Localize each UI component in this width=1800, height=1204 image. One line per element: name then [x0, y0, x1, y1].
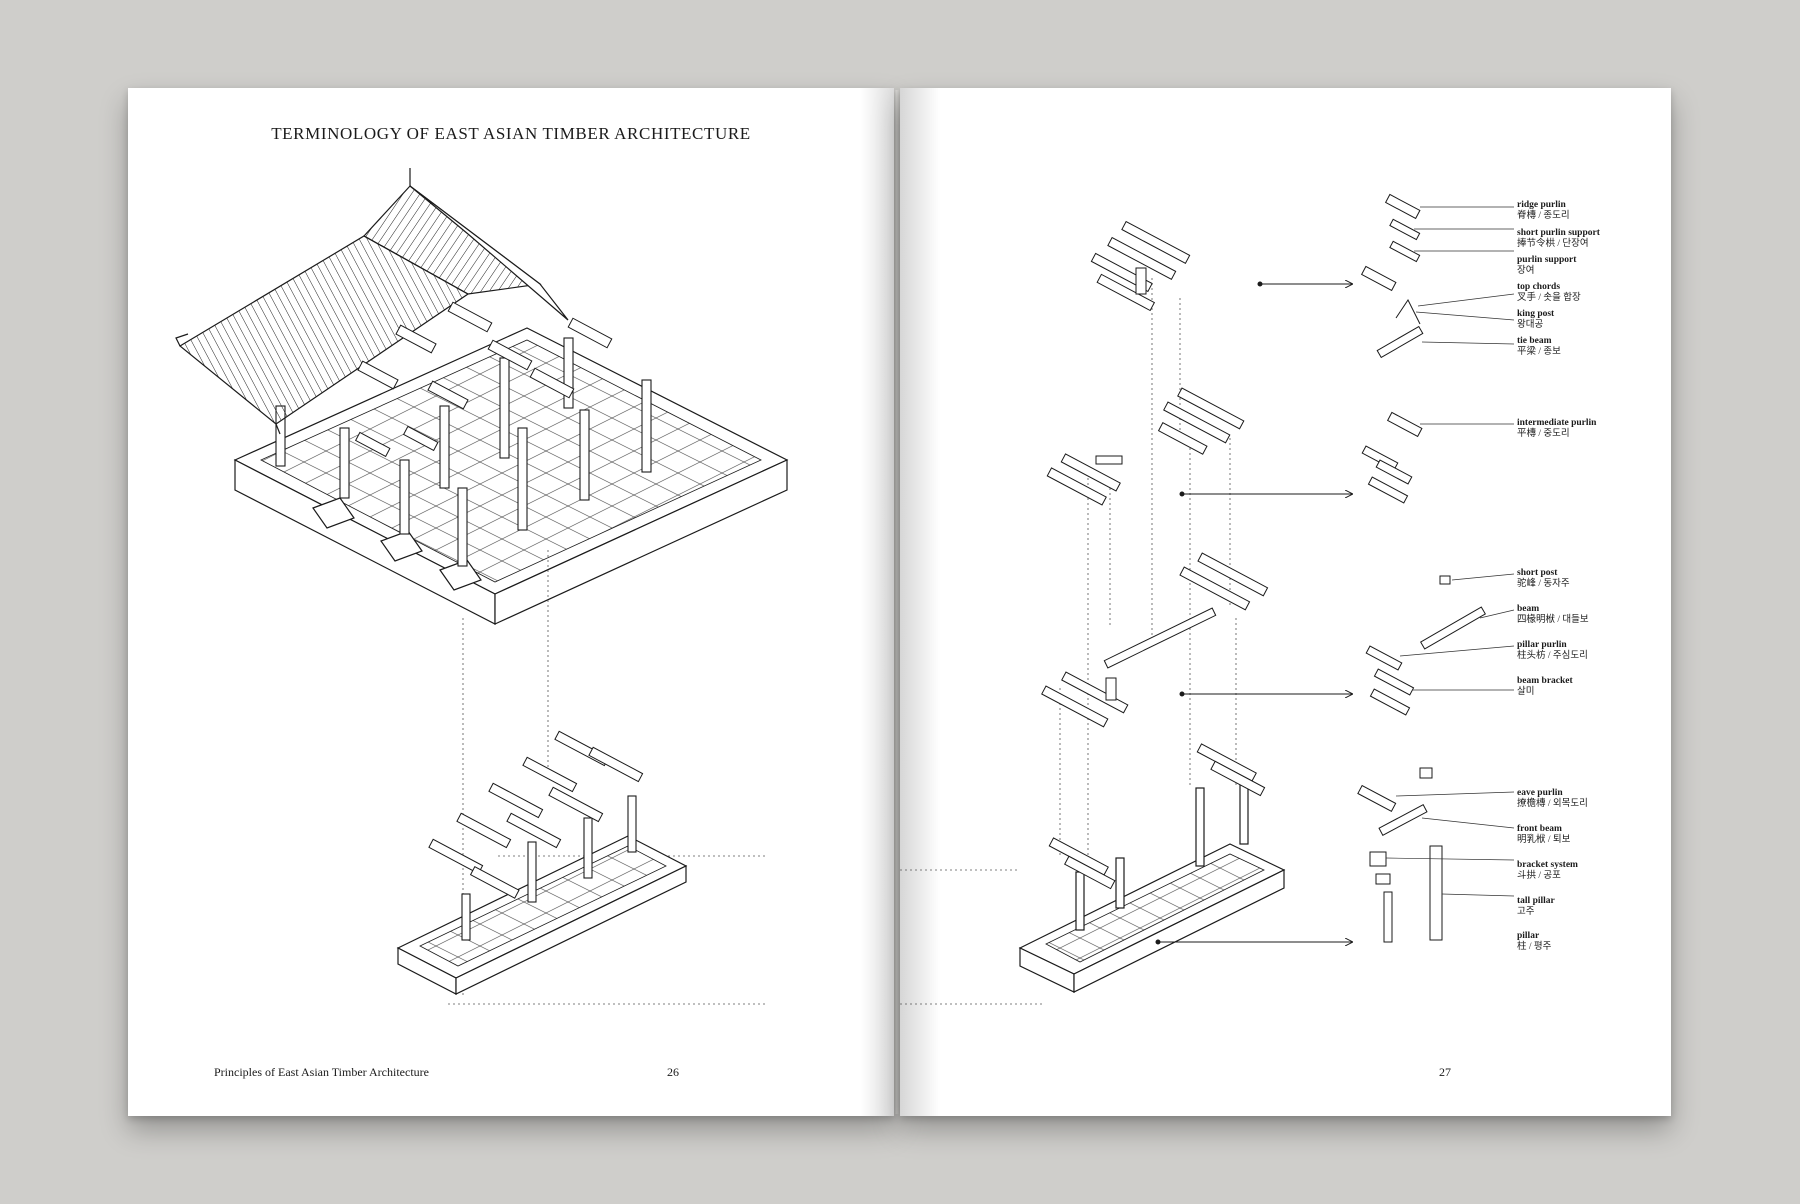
label-eave-purlin: eave purlin 撩檐槫 / 외목도리: [1517, 788, 1588, 809]
running-footer: Principles of East Asian Timber Architec…: [214, 1065, 429, 1079]
label-short-purlin-support: short purlin support 捧节令栱 / 단장여: [1517, 228, 1600, 249]
label-bracket-system: bracket system 斗拱 / 공포: [1517, 860, 1578, 881]
label-short-post: short post 驼峰 / 동자주: [1517, 568, 1570, 589]
upper-pillars: [275, 337, 652, 567]
exploded-structure-illustration: [900, 193, 1515, 1005]
leader-lines: [1385, 206, 1515, 897]
label-top-chords: top chords 叉手 / 솟을 합장: [1517, 282, 1581, 303]
label-tall-pillar: tall pillar 고주: [1517, 896, 1555, 917]
label-intermediate-purlin: intermediate purlin 平槫 / 중도리: [1517, 418, 1597, 439]
gutter-shadow: [900, 88, 940, 1116]
label-purlin-support: purlin support 장여: [1517, 255, 1577, 276]
label-beam-bracket: beam bracket 살미: [1517, 676, 1573, 697]
ridge-cluster: [1090, 220, 1191, 312]
exploded-parts: [1357, 193, 1486, 943]
page-number: 27: [1439, 1065, 1451, 1079]
right-page: ridge purlin 脊槫 / 종도리 short purlin suppo…: [900, 88, 1671, 1116]
book-spine: [892, 90, 902, 1114]
page-title: TERMINOLOGY OF EAST ASIAN TIMBER ARCHITE…: [271, 124, 751, 143]
upper-brackets: [354, 301, 613, 458]
label-pillar: pillar 柱 / 평주: [1517, 931, 1552, 952]
lower-brackets: [428, 730, 644, 899]
base-brackets: [1048, 743, 1266, 890]
label-beam: beam 四椽明栿 / 대들보: [1517, 604, 1589, 625]
base-cluster: [1018, 777, 1286, 993]
label-tie-beam: tie beam 平梁 / 종보: [1517, 336, 1561, 357]
label-pillar-purlin: pillar purlin 柱头枋 / 주심도리: [1517, 640, 1588, 661]
pillar-purlin-cluster: [1041, 552, 1269, 728]
label-king-post: king post 왕대공: [1517, 309, 1555, 330]
lower-platform: [396, 835, 688, 995]
gutter-shadow: [860, 88, 894, 1116]
page-number: 26: [667, 1065, 679, 1079]
left-page: TERMINOLOGY OF EAST ASIAN TIMBER ARCHITE…: [128, 88, 894, 1116]
roof-structure-illustration: [175, 168, 789, 1005]
roof: [175, 168, 569, 435]
label-front-beam: front beam 明乳栿 / 퇴보: [1517, 824, 1571, 845]
lower-pillars: [461, 795, 637, 941]
intermediate-cluster: [1046, 387, 1245, 506]
arrows: [1155, 282, 1352, 944]
label-ridge-purlin: ridge purlin 脊槫 / 종도리: [1517, 200, 1570, 221]
